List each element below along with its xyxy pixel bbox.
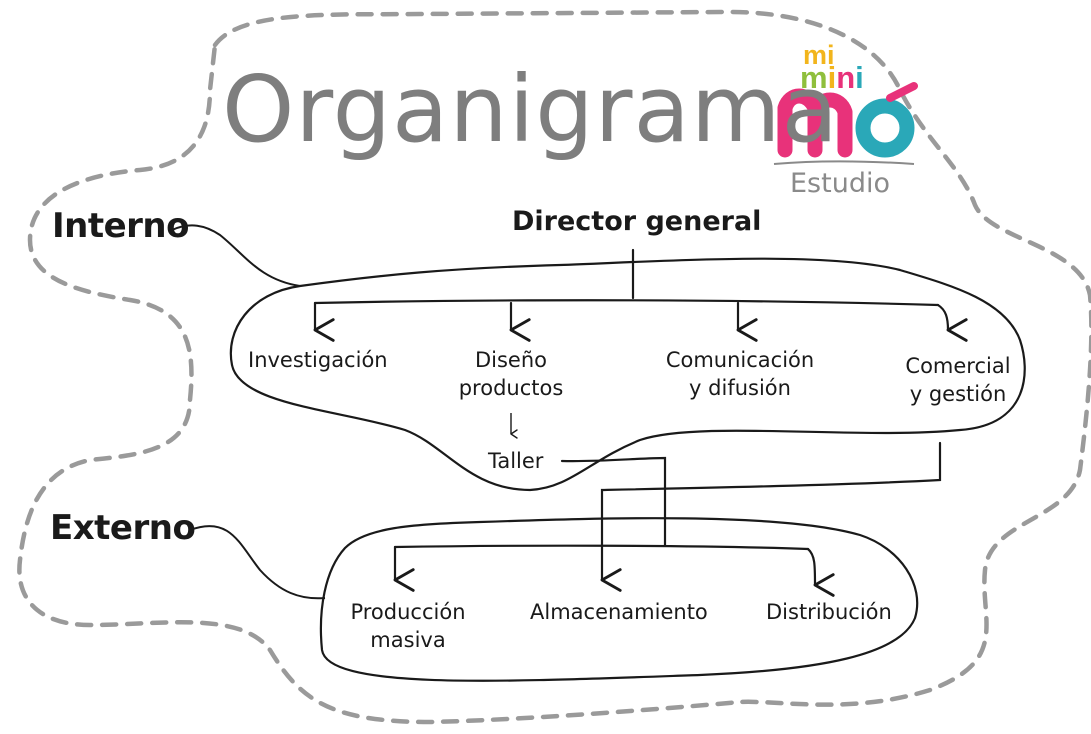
unit-workshop: Taller bbox=[488, 449, 544, 473]
unit-communication-line1: Comunicación bbox=[665, 348, 815, 372]
unit-commercial-line2: y gestión bbox=[909, 382, 1007, 406]
unit-distribution: Distribución bbox=[766, 600, 892, 624]
unit-mass-production-line1: Producción bbox=[350, 600, 466, 624]
unit-mass-production-line2: masiva bbox=[370, 628, 446, 652]
unit-commercial-line1: Comercial bbox=[905, 354, 1011, 378]
dashed-cloud-border bbox=[17, 9, 1091, 725]
logo-text-mi: mi bbox=[803, 40, 835, 70]
unit-product-design-line1: Diseño bbox=[474, 348, 548, 372]
external-zone-connector bbox=[189, 524, 326, 600]
zone-label-external: Externo bbox=[50, 508, 196, 548]
internal-zone-connector bbox=[171, 224, 301, 287]
unit-mass-production: Producción masiva bbox=[344, 598, 472, 654]
unit-communication-line2: y difusión bbox=[689, 376, 791, 400]
unit-research: Investigación bbox=[248, 348, 388, 372]
internal-region-outline bbox=[229, 257, 1026, 492]
logo-mark bbox=[773, 82, 918, 165]
logo-text-mini: mini bbox=[800, 60, 864, 96]
director-branch-lines bbox=[313, 248, 968, 342]
unit-storage: Almacenamiento bbox=[530, 600, 708, 624]
unit-commercial: Comercial y gestión bbox=[898, 352, 1018, 408]
external-branch-lines bbox=[393, 441, 942, 597]
director-general-node: Director general bbox=[512, 206, 762, 237]
external-region-outline bbox=[319, 517, 919, 682]
unit-product-design-line2: productos bbox=[458, 376, 564, 400]
logo-letter: n bbox=[836, 60, 856, 95]
logo-letter: i bbox=[855, 60, 864, 95]
page-title: Organigrama bbox=[222, 56, 839, 163]
logo-subtitle: Estudio bbox=[790, 168, 890, 199]
unit-product-design: Diseño productos bbox=[455, 346, 567, 402]
logo-letter: m bbox=[800, 60, 828, 95]
unit-communication: Comunicación y difusión bbox=[660, 346, 820, 402]
logo-letter: i bbox=[827, 60, 837, 95]
zone-label-internal: Interno bbox=[52, 206, 190, 246]
